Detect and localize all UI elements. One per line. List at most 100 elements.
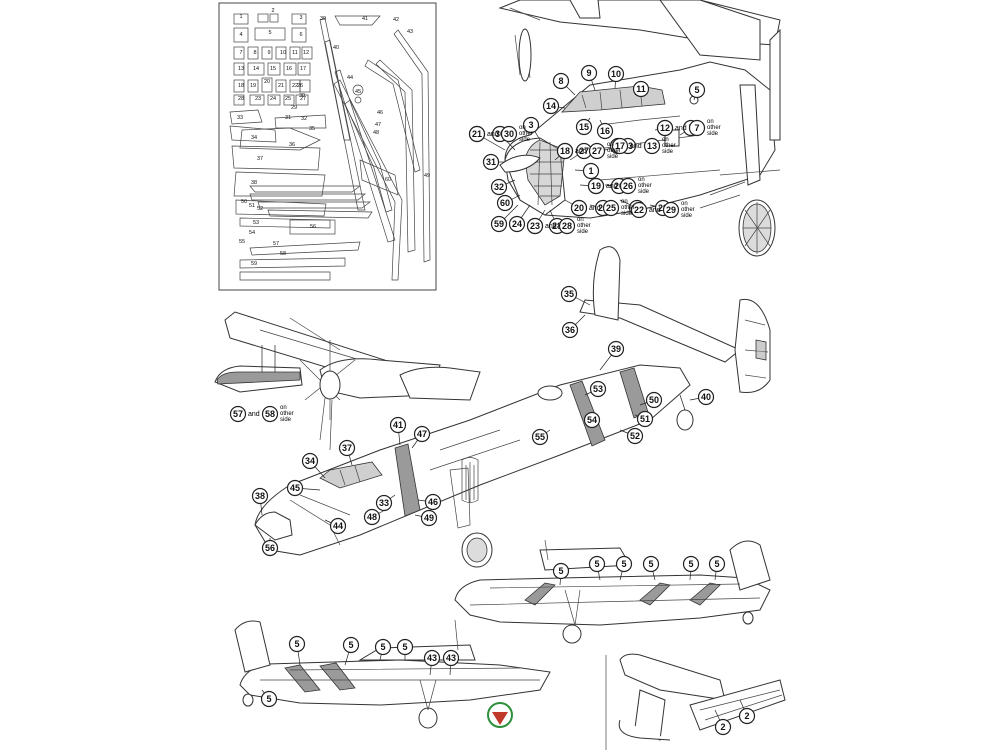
on-other-side-label: on: [621, 199, 628, 205]
mask-number-label: 28: [238, 96, 244, 102]
callout-label: 16: [600, 126, 610, 136]
callout-circle: [496, 194, 514, 212]
callout-circle: [570, 199, 588, 217]
callout-circle: [588, 142, 606, 160]
on-other-side-label: other: [577, 223, 591, 229]
on-other-side-label: side: [662, 149, 674, 155]
callout-number: 40: [689, 388, 715, 406]
mask-number-label: 18: [238, 83, 244, 89]
callout-number: 28: [558, 217, 576, 235]
callout-number: 25: [602, 199, 620, 217]
mask-number-label: 3: [299, 15, 302, 21]
callout-circle: [596, 122, 614, 140]
mask-number-label: 32: [301, 116, 307, 122]
callout-circle: [738, 707, 756, 725]
mask-number-label: 43: [407, 29, 413, 35]
callout-label: 57: [233, 409, 243, 419]
on-other-side-label: on: [577, 217, 584, 223]
mask-number-label: 2: [271, 8, 274, 14]
callout-label: 23: [530, 221, 540, 231]
callout-circle: [697, 388, 715, 406]
callout-label: 12: [660, 123, 670, 133]
callout-label: 5: [348, 640, 353, 650]
mask-number-label: 52: [257, 206, 263, 212]
callout-label: 3: [528, 120, 533, 130]
callout-circle: [329, 517, 347, 535]
callout-number: 58: [261, 405, 279, 423]
callout-label: 31: [486, 157, 496, 167]
mask-number-label: 58: [280, 251, 286, 257]
callout-number: 60: [496, 194, 521, 212]
callout-number: 50: [639, 391, 663, 409]
callout-circle: [490, 178, 508, 196]
callout-circle: [389, 416, 407, 434]
mask-number-label: 48: [373, 130, 379, 136]
callout-circle: [229, 405, 247, 423]
callout-number: 34: [301, 452, 326, 479]
view-wing-detail: [605, 653, 786, 750]
callout-circle: [531, 428, 549, 446]
callout-label: 26: [614, 181, 624, 191]
callout-number: 5: [615, 555, 633, 581]
mask-number-label: 35: [309, 126, 315, 132]
mask-number-label: 27: [300, 96, 306, 102]
callout-number: 38: [251, 487, 269, 516]
mask-number-label: 24: [270, 96, 276, 102]
callout-label: 2: [744, 711, 749, 721]
view-side-left: [234, 619, 551, 729]
callout-label: 28: [552, 221, 562, 231]
mask-number-label: 40: [333, 45, 339, 51]
mask-number-label: 26: [297, 83, 303, 89]
callout-circle: [558, 217, 576, 235]
on-other-side-label: on: [519, 125, 526, 131]
view-main-perspective: [214, 246, 771, 568]
callout-label: 5: [558, 566, 563, 576]
callout-circle: [588, 555, 606, 573]
callout-label: 5: [621, 559, 626, 569]
mask-number-label: 38: [251, 180, 257, 186]
callout-label: 17: [615, 141, 625, 151]
and-label: and: [630, 143, 642, 150]
callout-number: 45: [286, 479, 321, 497]
callout-circle: [643, 137, 661, 155]
callout-circle: [583, 411, 601, 429]
callout-number: 48: [363, 508, 386, 526]
callout-label: 39: [611, 344, 621, 354]
callout-circle: [442, 649, 460, 667]
callout-number: 17: [611, 137, 629, 155]
mask-number-label: 17: [300, 66, 306, 72]
callout-number: 56: [261, 538, 279, 557]
callout-circle: [589, 380, 607, 398]
callout-label: 41: [393, 420, 403, 430]
callout-label: 30: [495, 129, 505, 139]
callout-label: 2: [720, 722, 725, 732]
callout-circle: [260, 690, 278, 708]
callout-number: 3: [522, 116, 541, 141]
callout-number: 5: [260, 689, 278, 708]
callout-circle: [688, 119, 706, 137]
callout-number: 49: [414, 509, 438, 527]
callout-label: 45: [290, 483, 300, 493]
on-other-side-label: side: [280, 417, 292, 423]
mask-number-label: 10: [280, 50, 286, 56]
callout-number: 5: [374, 638, 392, 661]
callout-number: 39: [599, 340, 625, 371]
mask-number-label: 56: [310, 224, 316, 230]
callout-label: 44: [333, 521, 343, 531]
callout-number: 7: [688, 119, 706, 137]
callout-circle: [552, 72, 570, 90]
callout-label: 26: [623, 181, 633, 191]
callout-circle: [482, 153, 500, 171]
callout-label: 40: [701, 392, 711, 402]
callout-circle: [656, 119, 674, 137]
callout-circle: [288, 635, 306, 653]
mask-number-label: 49: [424, 173, 430, 179]
callout-circle: [587, 177, 605, 195]
callout-circle: [500, 125, 518, 143]
callout-circle: [423, 649, 441, 667]
callout-circle: [626, 427, 644, 445]
and-label: and: [675, 125, 687, 132]
on-other-side-label: other: [280, 411, 294, 417]
callout-number: 47: [411, 425, 431, 449]
